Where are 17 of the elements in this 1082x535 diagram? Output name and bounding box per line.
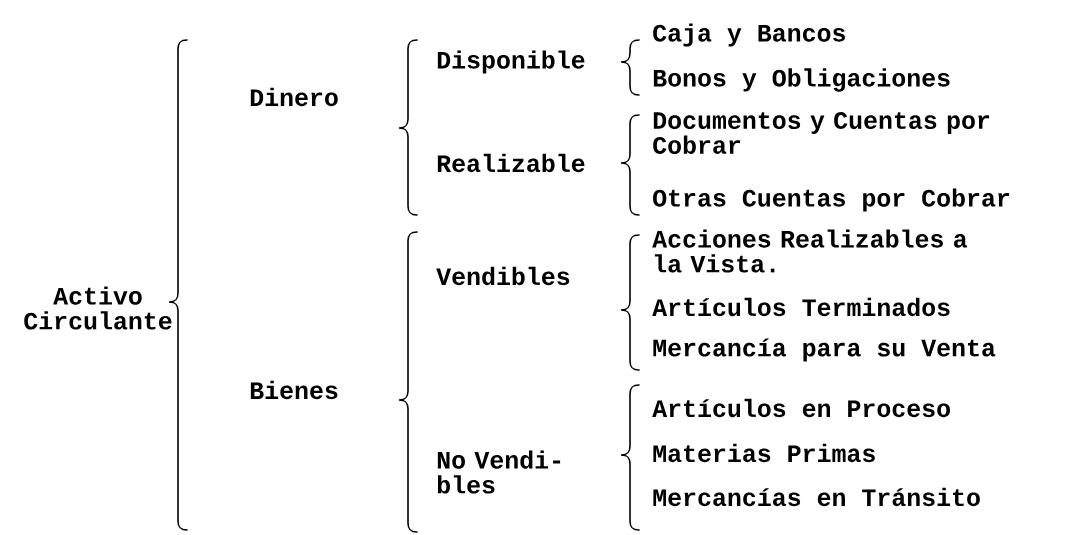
tree-label: Otras Cuentas por Cobrar <box>653 188 1010 212</box>
tree-label: Artículos Terminados <box>652 297 950 317</box>
tree-label: Mercancías en Tránsito <box>653 487 980 507</box>
tree-label: No Vendi- bles <box>437 450 561 494</box>
tree-label: Disponible <box>437 50 585 74</box>
tree-label: Bienes <box>250 380 338 400</box>
tree-label: Artículos en Proceso <box>652 398 950 418</box>
tree-label: Vendibles <box>436 266 570 286</box>
tree-label: Realizable <box>437 153 585 173</box>
tree-label: Materias Primas <box>653 443 875 463</box>
tree-label: Bonos y Obligaciones <box>653 68 950 92</box>
tree-label: Mercancía para su Venta <box>653 338 996 362</box>
tree-label: Acciones Realizables a la Vista. <box>652 229 968 273</box>
tree-label: Caja y Bancos <box>653 23 845 47</box>
tree-label: Documentos y Cuentas por Cobrar <box>653 112 990 154</box>
tree-label: Activo Circulante <box>24 286 172 330</box>
tree-label: Dinero <box>250 87 338 107</box>
